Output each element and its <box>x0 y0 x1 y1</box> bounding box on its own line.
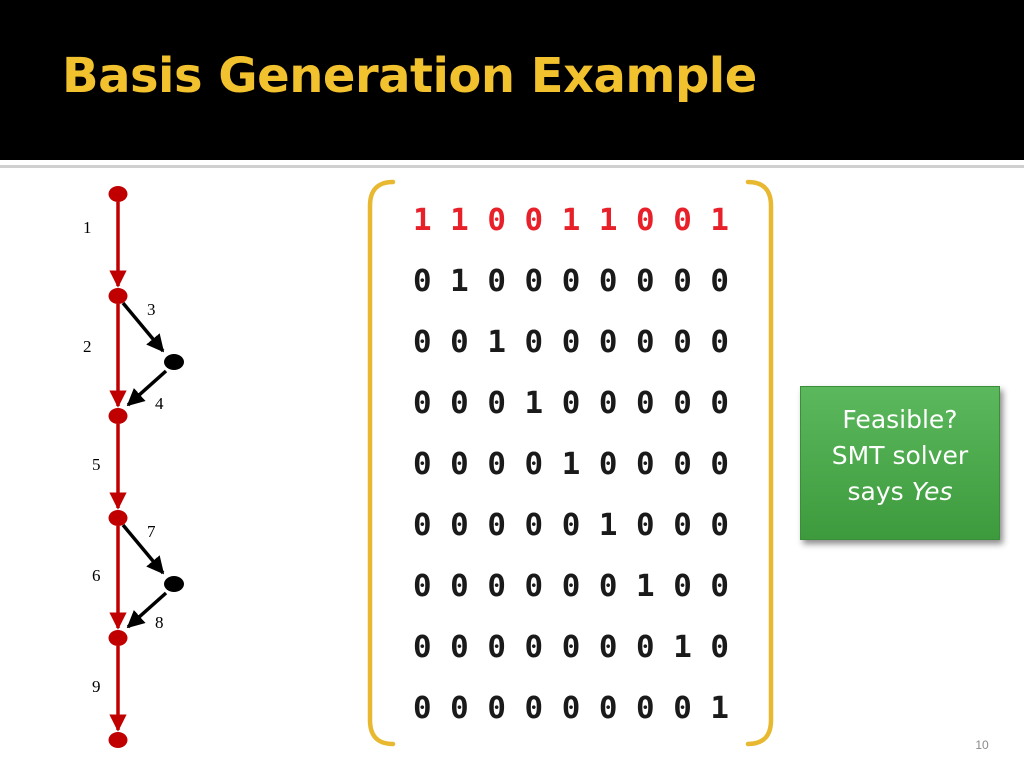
matrix-row: 0 0 0 0 0 1 0 0 0 <box>413 508 729 543</box>
matrix-row: 0 0 1 0 0 0 0 0 0 <box>413 325 729 360</box>
main-path-nodes <box>108 186 128 748</box>
edge-label-4: 4 <box>155 394 164 413</box>
node <box>108 408 128 424</box>
node <box>108 732 128 748</box>
matrix-row: 0 0 0 0 0 0 1 0 0 <box>413 569 729 604</box>
branch-edge-4 <box>126 369 168 407</box>
callout-answer: Yes <box>911 477 953 506</box>
edge-label-2: 2 <box>83 337 92 356</box>
matrix-row: 0 0 0 1 0 0 0 0 0 <box>413 386 729 421</box>
branch-edges <box>121 301 168 629</box>
node <box>108 288 128 304</box>
branch-edge-7 <box>121 523 165 575</box>
matrix-rows: 1 1 0 0 1 1 0 0 1 0 1 0 0 0 0 0 0 0 0 0 … <box>413 203 729 726</box>
callout-line-1: Feasible? <box>842 405 958 434</box>
matrix-row: 0 1 0 0 0 0 0 0 0 <box>413 264 729 299</box>
edge-label-1: 1 <box>83 218 92 237</box>
slide-title: Basis Generation Example <box>62 48 757 104</box>
feasibility-callout: Feasible? SMT solver says Yes <box>800 386 1000 540</box>
edge-label-3: 3 <box>147 300 156 319</box>
title-divider <box>0 165 1024 168</box>
branch-edge-3 <box>121 301 165 353</box>
left-bracket <box>367 179 396 747</box>
callout-line-3: says Yes <box>801 474 999 510</box>
edge-label-6: 6 <box>92 566 101 585</box>
title-bar: Basis Generation Example <box>0 0 1024 160</box>
matrix-row: 0 0 0 0 0 0 0 0 1 <box>413 691 729 726</box>
edge-label-9: 9 <box>92 677 101 696</box>
edge-label-7: 7 <box>147 522 156 541</box>
edge-label-8: 8 <box>155 613 164 632</box>
branch-nodes <box>164 354 184 592</box>
callout-says: says <box>847 477 904 506</box>
page-number: 10 <box>975 738 989 752</box>
edge-label-5: 5 <box>92 455 101 474</box>
right-bracket <box>745 179 774 747</box>
edge-labels: 1 2 5 6 9 3 7 4 8 <box>83 218 164 696</box>
matrix-row: 1 1 0 0 1 1 0 0 1 <box>413 203 729 238</box>
matrix-row: 0 0 0 0 1 0 0 0 0 <box>413 447 729 482</box>
branch-edge-8 <box>126 591 168 629</box>
node <box>108 510 128 526</box>
node <box>108 630 128 646</box>
branch-node <box>164 576 184 592</box>
branch-node <box>164 354 184 370</box>
matrix-row: 0 0 0 0 0 0 0 1 0 <box>413 630 729 665</box>
node <box>108 186 128 202</box>
callout-line-2: SMT solver <box>831 441 969 470</box>
